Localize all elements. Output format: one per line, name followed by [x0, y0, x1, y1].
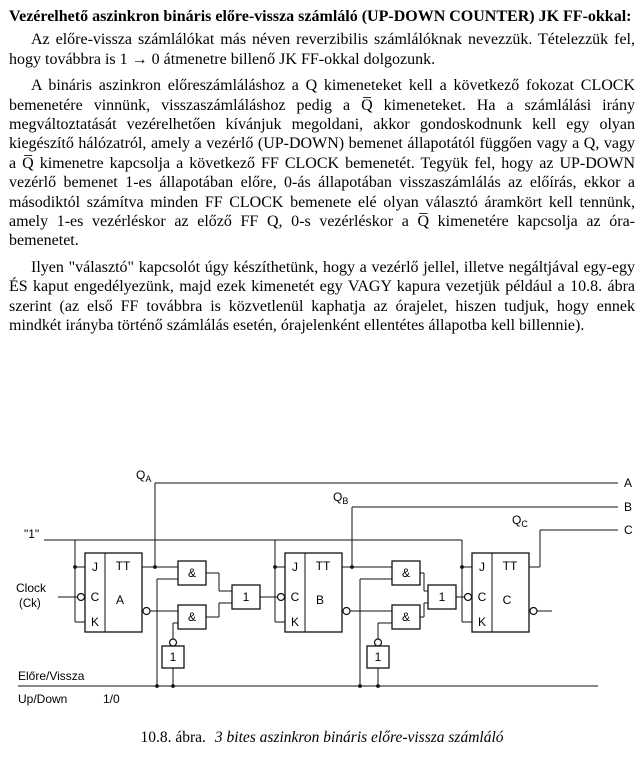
qc-label: QC — [512, 513, 528, 529]
clock-ck-label: (Ck) — [19, 598, 41, 610]
inverter-2: 1 — [366, 645, 390, 669]
and-gate-label: & — [188, 610, 196, 624]
ff-c-c-label: C — [478, 590, 487, 604]
ff-b-name-label: B — [316, 593, 324, 607]
junction-dot — [273, 565, 277, 569]
direction-hu-label: Előre/Vissza — [18, 669, 85, 683]
or-gate-2: 1 — [427, 584, 457, 610]
ff-a-type-label: TT — [116, 559, 131, 573]
counter-circuit-diagram: J C K TT A J C K TT B J C K TT C & — [16, 468, 633, 706]
inverter-label: 1 — [170, 650, 177, 664]
flipflop-c: J C K TT C — [471, 552, 530, 633]
or-gate-box — [231, 584, 261, 610]
junction-dot — [73, 565, 77, 569]
output-c-label: C — [624, 523, 633, 537]
and-gate-box — [177, 604, 207, 630]
and-gate-box — [177, 560, 207, 586]
and-gate-label: & — [188, 566, 196, 580]
inverter-1: 1 — [161, 645, 185, 669]
ff-a-c-label: C — [91, 590, 100, 604]
qbar-inversion-bubble — [529, 606, 538, 616]
ff-b-k-label: K — [291, 615, 299, 629]
clock-inversion-bubble — [76, 592, 86, 602]
ff-a-k-label: K — [91, 615, 99, 629]
junction-dot — [350, 565, 354, 569]
and-gate-2-top: & — [391, 560, 421, 586]
const-one-label: "1" — [24, 527, 39, 541]
ff-c-type-label: TT — [503, 559, 518, 573]
or-gate-label: 1 — [439, 590, 446, 604]
ff-a-j-label: J — [92, 560, 98, 574]
and-gate-box — [391, 604, 421, 630]
and-gate-box — [391, 560, 421, 586]
inversion-bubbles — [76, 592, 538, 647]
paragraph-3: Ilyen "választó" kapcsolót úgy készíthet… — [9, 258, 635, 335]
and-gate-2-bottom: & — [391, 604, 421, 630]
junction-dot — [358, 684, 362, 688]
figure-caption: 10.8. ábra. 3 bites aszinkron bináris elő… — [0, 728, 644, 747]
output-b-label: B — [624, 500, 632, 514]
ff-b-j-label: J — [292, 560, 298, 574]
junction-dot — [460, 565, 464, 569]
ff-c-name-label: C — [503, 593, 512, 607]
junction-dot — [171, 684, 175, 688]
ff-b-type-label: TT — [316, 559, 331, 573]
direction-value-label: 1/0 — [103, 692, 120, 706]
figure-caption-text: 3 bites aszinkron bináris előre-vissza s… — [214, 729, 504, 746]
clock-label: Clock — [16, 581, 47, 595]
doc-title: Vezérelhető aszinkron bináris előre-viss… — [9, 8, 632, 25]
and-gate-1-bottom: & — [177, 604, 207, 630]
and-gate-label: & — [402, 566, 410, 580]
junction-dot — [153, 565, 157, 569]
paragraph-1: Az előre-vissza számlálókat más néven re… — [9, 31, 635, 68]
flipflop-b: J C K TT B — [284, 552, 343, 633]
or-gate-box — [427, 584, 457, 610]
paragraph-2: A bináris aszinkron előreszámláláshoz a … — [9, 77, 635, 250]
direction-en-label: Up/Down — [18, 692, 67, 706]
ff-a-name-label: A — [116, 593, 124, 607]
flipflop-a-box — [84, 552, 143, 633]
ff-b-c-label: C — [291, 590, 300, 604]
wires — [18, 482, 618, 687]
ff-c-k-label: K — [478, 615, 486, 629]
text-block: Vezérelhető aszinkron bináris előre-viss… — [0, 0, 644, 336]
clock-inversion-bubble — [276, 592, 286, 602]
ff-c-j-label: J — [479, 560, 485, 574]
qb-label: QB — [333, 490, 348, 506]
and-gate-1-top: & — [177, 560, 207, 586]
or-gate-1: 1 — [231, 584, 261, 610]
qbar-inversion-bubble — [342, 606, 351, 616]
and-gate-label: & — [402, 610, 410, 624]
output-a-label: A — [624, 476, 632, 490]
clock-inversion-bubble — [463, 592, 473, 602]
inverter-output-bubble — [373, 638, 383, 647]
junction-dots — [73, 565, 464, 688]
junction-dot — [376, 684, 380, 688]
or-gate-label: 1 — [243, 590, 250, 604]
junction-dot — [155, 684, 159, 688]
qa-label: QA — [136, 468, 151, 484]
figure-caption-number: 10.8. ábra. — [140, 729, 206, 746]
flipflop-a: J C K TT A — [84, 552, 143, 633]
flipflop-c-box — [471, 552, 530, 633]
signal-labels: "1" Clock (Ck) QA QB QC A B C Előre/Viss… — [16, 468, 633, 706]
qbar-inversion-bubble — [142, 606, 151, 616]
inverter-label: 1 — [375, 650, 382, 664]
flipflop-b-box — [284, 552, 343, 633]
inverter-output-bubble — [168, 638, 178, 647]
